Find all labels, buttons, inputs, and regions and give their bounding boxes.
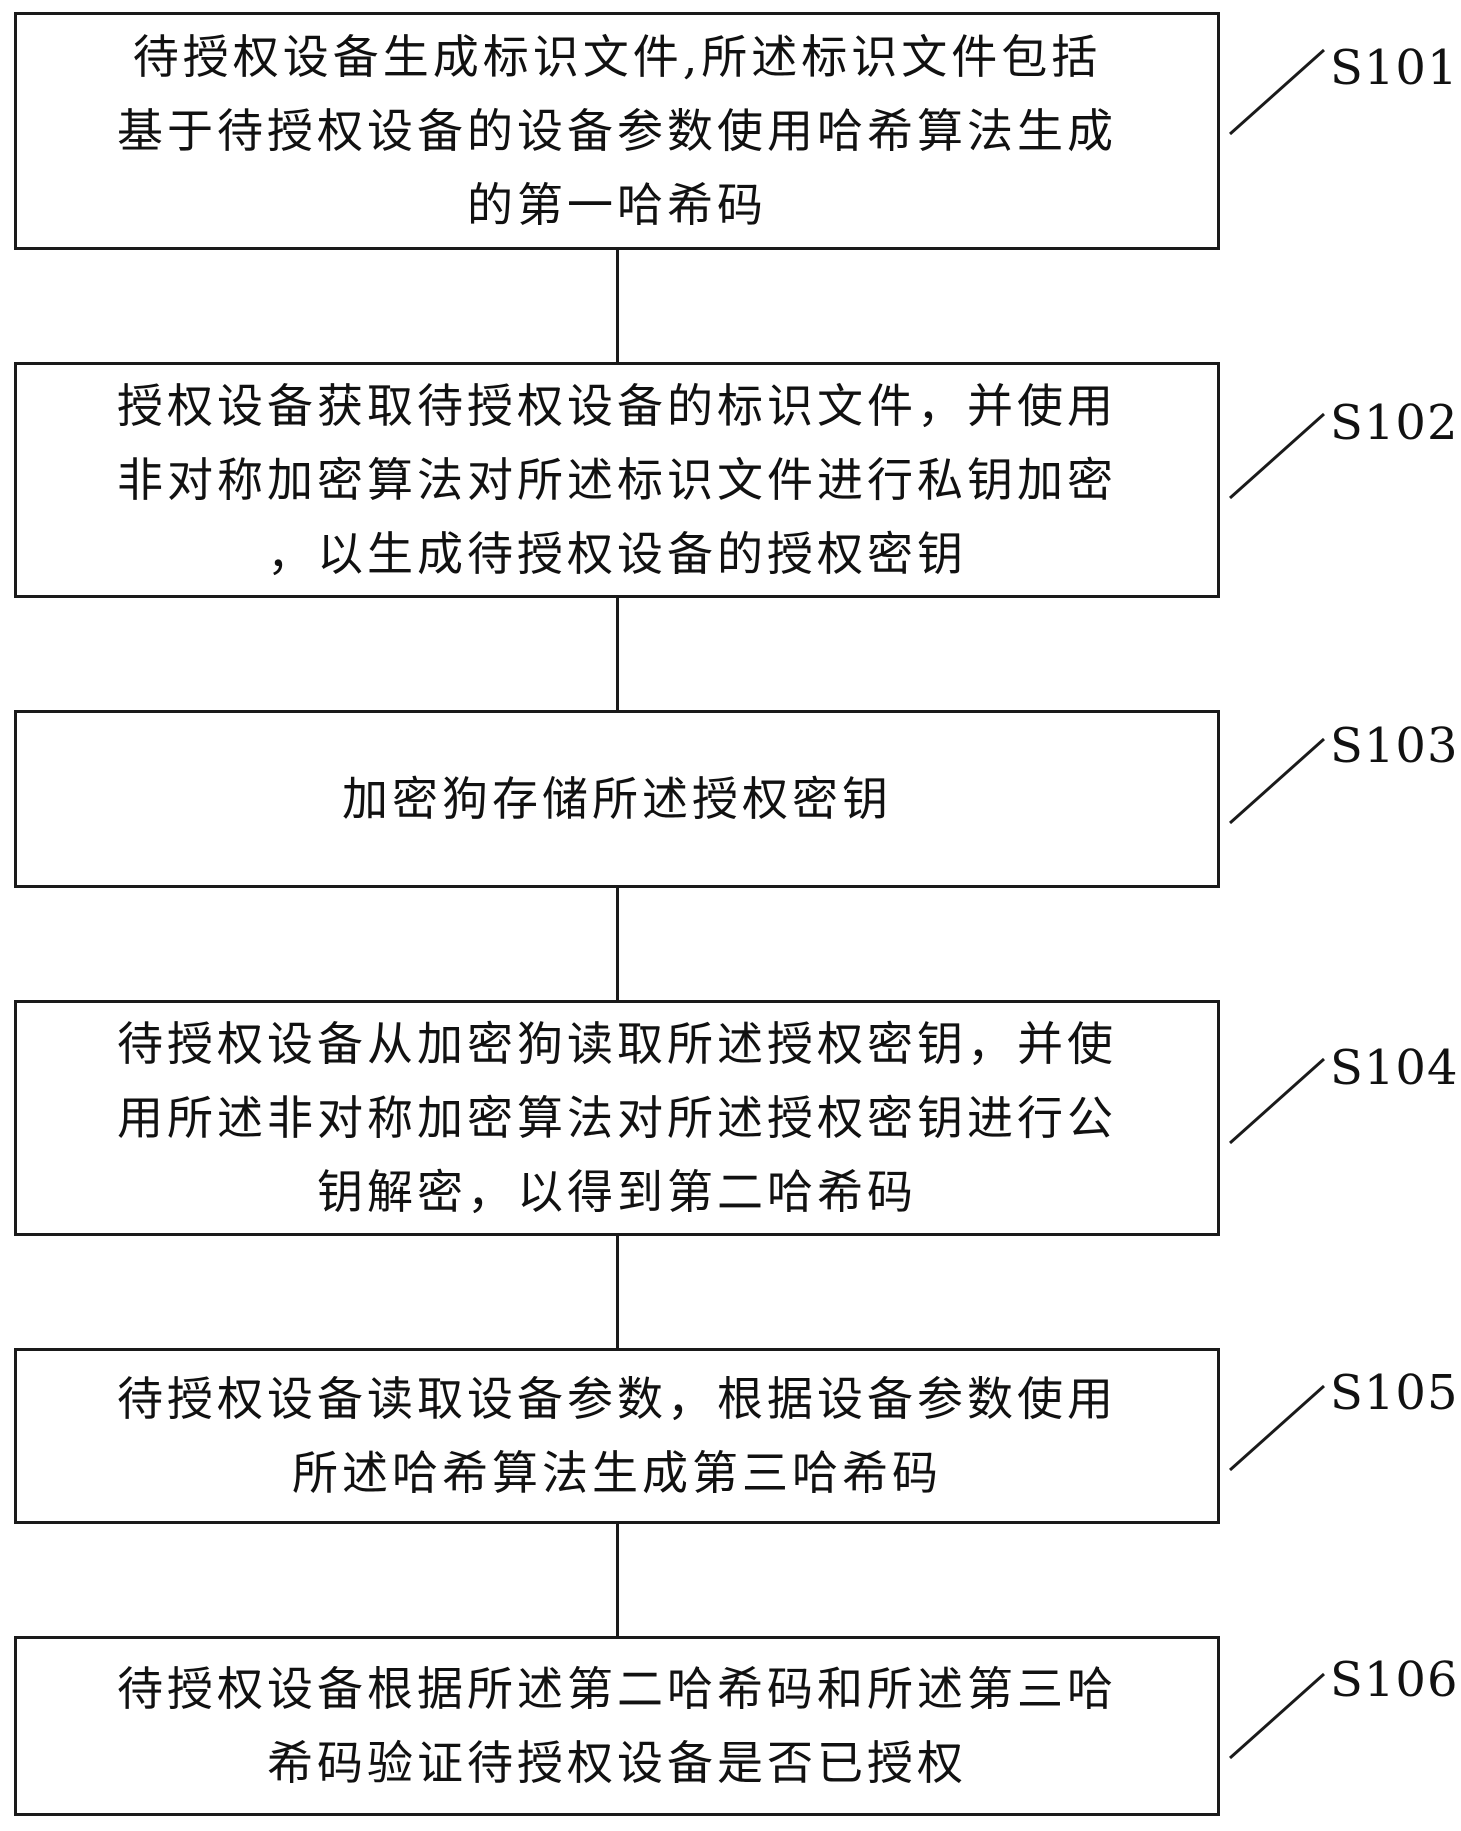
step-label-s106: S106 — [1330, 1652, 1459, 1708]
leader-line-s102 — [1229, 412, 1325, 500]
step-text-s103: 加密狗存储所述授权密钥 — [342, 772, 892, 826]
step-label-s101: S101 — [1330, 40, 1459, 96]
step-box-s104: 待授权设备从加密狗读取所述授权密钥，并使 用所述非对称加密算法对所述授权密钥进行… — [14, 1000, 1220, 1236]
leader-line-s106 — [1229, 1672, 1325, 1760]
step-text-s101: 待授权设备生成标识文件,所述标识文件包括 基于待授权设备的设备参数使用哈希算法生… — [117, 30, 1117, 232]
step-box-s102: 授权设备获取待授权设备的标识文件，并使用 非对称加密算法对所述标识文件进行私钥加… — [14, 362, 1220, 598]
step-label-s104: S104 — [1330, 1040, 1459, 1096]
leader-line-s103 — [1229, 737, 1325, 825]
step-text-s106: 待授权设备根据所述第二哈希码和所述第三哈 希码验证待授权设备是否已授权 — [117, 1662, 1117, 1790]
step-label-s103: S103 — [1330, 718, 1459, 774]
step-box-s103: 加密狗存储所述授权密钥 — [14, 710, 1220, 888]
connector-s102-s103 — [616, 598, 619, 710]
leader-line-s104 — [1229, 1057, 1325, 1145]
connector-s104-s105 — [616, 1236, 619, 1348]
leader-line-s101 — [1229, 48, 1325, 136]
step-label-s105: S105 — [1330, 1365, 1459, 1421]
leader-line-s105 — [1229, 1384, 1325, 1472]
connector-s103-s104 — [616, 888, 619, 1000]
step-box-s106: 待授权设备根据所述第二哈希码和所述第三哈 希码验证待授权设备是否已授权 — [14, 1636, 1220, 1816]
step-box-s101: 待授权设备生成标识文件,所述标识文件包括 基于待授权设备的设备参数使用哈希算法生… — [14, 12, 1220, 250]
step-box-s105: 待授权设备读取设备参数，根据设备参数使用 所述哈希算法生成第三哈希码 — [14, 1348, 1220, 1524]
step-label-s102: S102 — [1330, 395, 1459, 451]
step-text-s105: 待授权设备读取设备参数，根据设备参数使用 所述哈希算法生成第三哈希码 — [117, 1372, 1117, 1500]
connector-s101-s102 — [616, 250, 619, 362]
step-text-s102: 授权设备获取待授权设备的标识文件，并使用 非对称加密算法对所述标识文件进行私钥加… — [117, 379, 1117, 581]
connector-s105-s106 — [616, 1524, 619, 1636]
step-text-s104: 待授权设备从加密狗读取所述授权密钥，并使 用所述非对称加密算法对所述授权密钥进行… — [117, 1017, 1117, 1219]
